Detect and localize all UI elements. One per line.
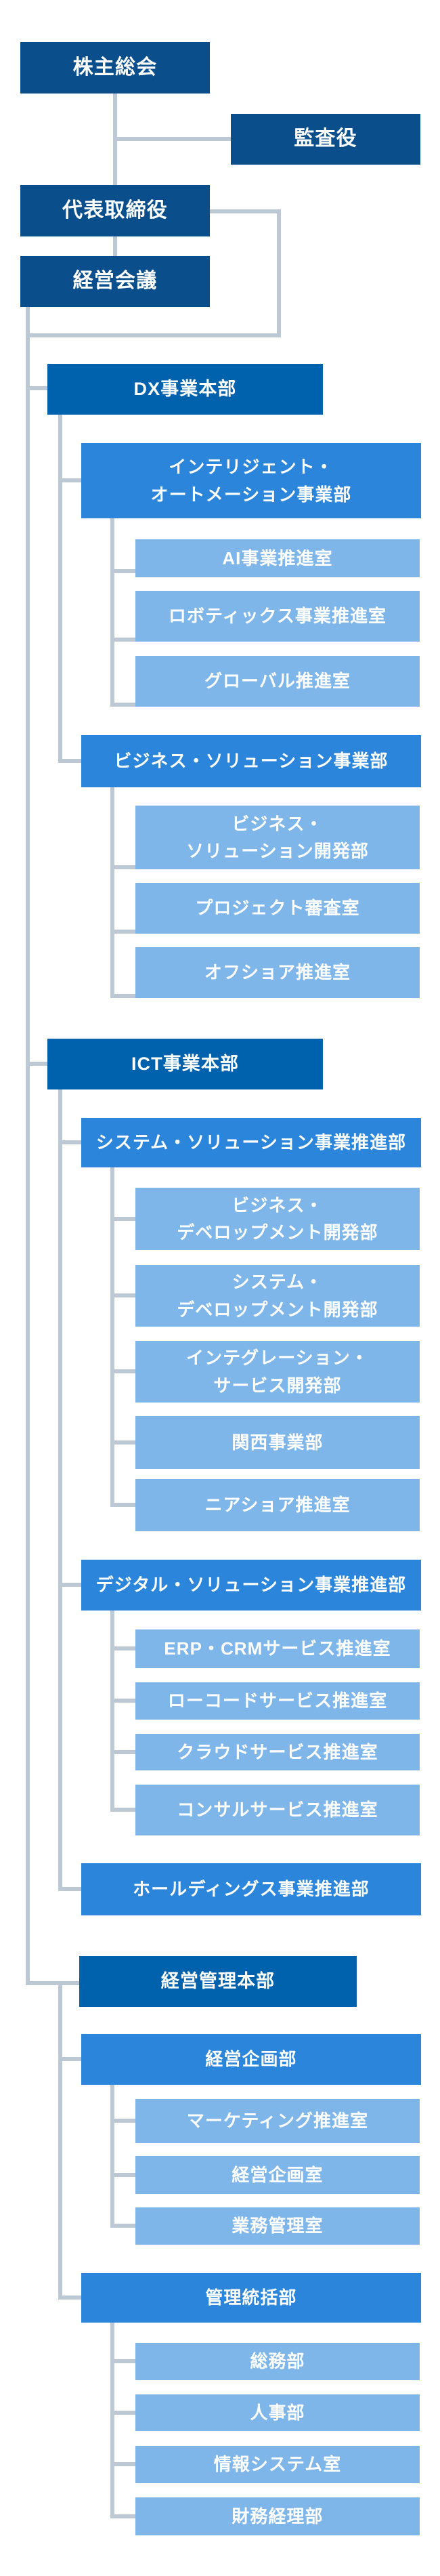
org-box-dx-division-hq: DX事業本部 bbox=[47, 364, 323, 415]
connector-line bbox=[277, 209, 281, 337]
org-box-kansai-business-dept: 関西事業部 bbox=[135, 1416, 420, 1469]
connector-line bbox=[110, 2119, 135, 2123]
org-box-holdings-business-promotion-dept: ホールディングス事業推進部 bbox=[81, 1863, 421, 1915]
connector-line bbox=[110, 1217, 135, 1221]
connector-line bbox=[26, 333, 281, 337]
org-box-business-solution-div: ビジネス・ソリューション事業部 bbox=[81, 735, 421, 787]
connector-line bbox=[62, 478, 81, 482]
connector-line bbox=[110, 2224, 135, 2228]
connector-line bbox=[110, 1611, 114, 1812]
org-box-admin-general-dept: 管理統括部 bbox=[81, 2273, 421, 2323]
org-box-ai-promotion-office: AI事業推進室 bbox=[135, 539, 420, 577]
connector-line bbox=[110, 2411, 135, 2415]
connector-line bbox=[115, 137, 231, 141]
connector-line bbox=[62, 2057, 81, 2061]
org-box-business-admin-office: 業務管理室 bbox=[135, 2207, 420, 2245]
connector-line bbox=[110, 518, 114, 707]
connector-line bbox=[110, 2085, 114, 2228]
connector-line bbox=[30, 386, 47, 390]
org-box-nearshore-promotion-office: ニアショア推進室 bbox=[135, 1479, 420, 1531]
org-box-hr-dept: 人事部 bbox=[135, 2394, 420, 2431]
connector-line bbox=[62, 1887, 81, 1891]
connector-line bbox=[110, 2514, 135, 2518]
connector-line bbox=[62, 2295, 81, 2300]
connector-line bbox=[110, 638, 135, 642]
connector-line bbox=[110, 1293, 135, 1297]
org-box-representative-director: 代表取締役 bbox=[20, 185, 210, 236]
connector-line bbox=[210, 209, 281, 213]
connector-line bbox=[110, 865, 135, 869]
connector-line bbox=[110, 787, 114, 998]
connector-line bbox=[110, 1369, 135, 1373]
connector-line bbox=[62, 759, 81, 763]
org-box-management-meeting: 経営会議 bbox=[20, 256, 210, 307]
org-box-robotics-promotion-office: ロボティックス事業推進室 bbox=[135, 591, 420, 642]
connector-line bbox=[110, 930, 135, 934]
connector-line bbox=[110, 1440, 135, 1445]
org-box-offshore-promotion-office: オフショア推進室 bbox=[135, 947, 420, 998]
org-box-corporate-planning-office: 経営企画室 bbox=[135, 2156, 420, 2194]
connector-line bbox=[110, 2359, 135, 2363]
org-box-corporate-planning-dept: 経営企画部 bbox=[81, 2034, 421, 2085]
org-box-business-development-dev-dept: ビジネス・ デベロップメント開発部 bbox=[135, 1188, 420, 1250]
connector-line bbox=[110, 994, 135, 998]
org-box-business-solution-dev-dept: ビジネス・ ソリューション開発部 bbox=[135, 806, 420, 869]
connector-line bbox=[110, 1699, 135, 1703]
org-box-management-admin-hq: 経営管理本部 bbox=[79, 1956, 357, 2007]
org-box-general-affairs-dept: 総務部 bbox=[135, 2343, 420, 2380]
connector-line bbox=[113, 236, 117, 256]
connector-line bbox=[62, 1140, 81, 1144]
org-box-system-development-dev-dept: システム・ デベロップメント開発部 bbox=[135, 1265, 420, 1327]
connector-line bbox=[110, 2323, 114, 2518]
org-box-cloud-service-office: クラウドサービス推進室 bbox=[135, 1734, 420, 1770]
connector-line bbox=[110, 1808, 135, 1812]
org-box-shareholders-meeting: 株主総会 bbox=[20, 42, 210, 94]
connector-line bbox=[110, 2462, 135, 2466]
connector-line bbox=[58, 415, 62, 763]
connector-line bbox=[110, 1646, 135, 1650]
connector-line bbox=[58, 1985, 62, 2300]
org-box-consul-service-office: コンサルサービス推進室 bbox=[135, 1785, 420, 1835]
org-box-intelligent-automation-div: インテリジェント・ オートメーション事業部 bbox=[81, 443, 421, 518]
org-box-info-system-office: 情報システム室 bbox=[135, 2446, 420, 2483]
connector-line bbox=[110, 703, 135, 707]
connector-line bbox=[110, 1167, 114, 1507]
connector-line bbox=[110, 2173, 135, 2177]
org-box-auditor: 監査役 bbox=[231, 114, 420, 165]
org-box-system-solution-promotion-dept: システム・ソリューション事業推進部 bbox=[81, 1118, 421, 1167]
connector-line bbox=[30, 1981, 79, 1985]
org-box-global-promotion-office: グローバル推進室 bbox=[135, 656, 420, 707]
org-box-ict-division-hq: ICT事業本部 bbox=[47, 1039, 323, 1089]
org-box-integration-service-dev-dept: インテグレーション・ サービス開発部 bbox=[135, 1341, 420, 1403]
connector-line bbox=[26, 306, 30, 1985]
org-box-digital-solution-promotion-dept: デジタル・ソリューション事業推進部 bbox=[81, 1560, 421, 1611]
org-box-lowcode-service-office: ローコードサービス推進室 bbox=[135, 1682, 420, 1720]
connector-line bbox=[110, 1503, 135, 1507]
connector-line bbox=[110, 569, 135, 573]
connector-line bbox=[110, 1750, 135, 1754]
connector-line bbox=[30, 1062, 47, 1066]
connector-line bbox=[62, 1583, 81, 1587]
connector-line bbox=[58, 1089, 62, 1891]
org-box-marketing-promotion-office: マーケティング推進室 bbox=[135, 2099, 420, 2143]
org-box-finance-accounting-dept: 財務経理部 bbox=[135, 2497, 420, 2535]
org-box-project-review-office: プロジェクト審査室 bbox=[135, 883, 420, 934]
org-box-erp-crm-service-office: ERP・CRMサービス推進室 bbox=[135, 1629, 420, 1668]
